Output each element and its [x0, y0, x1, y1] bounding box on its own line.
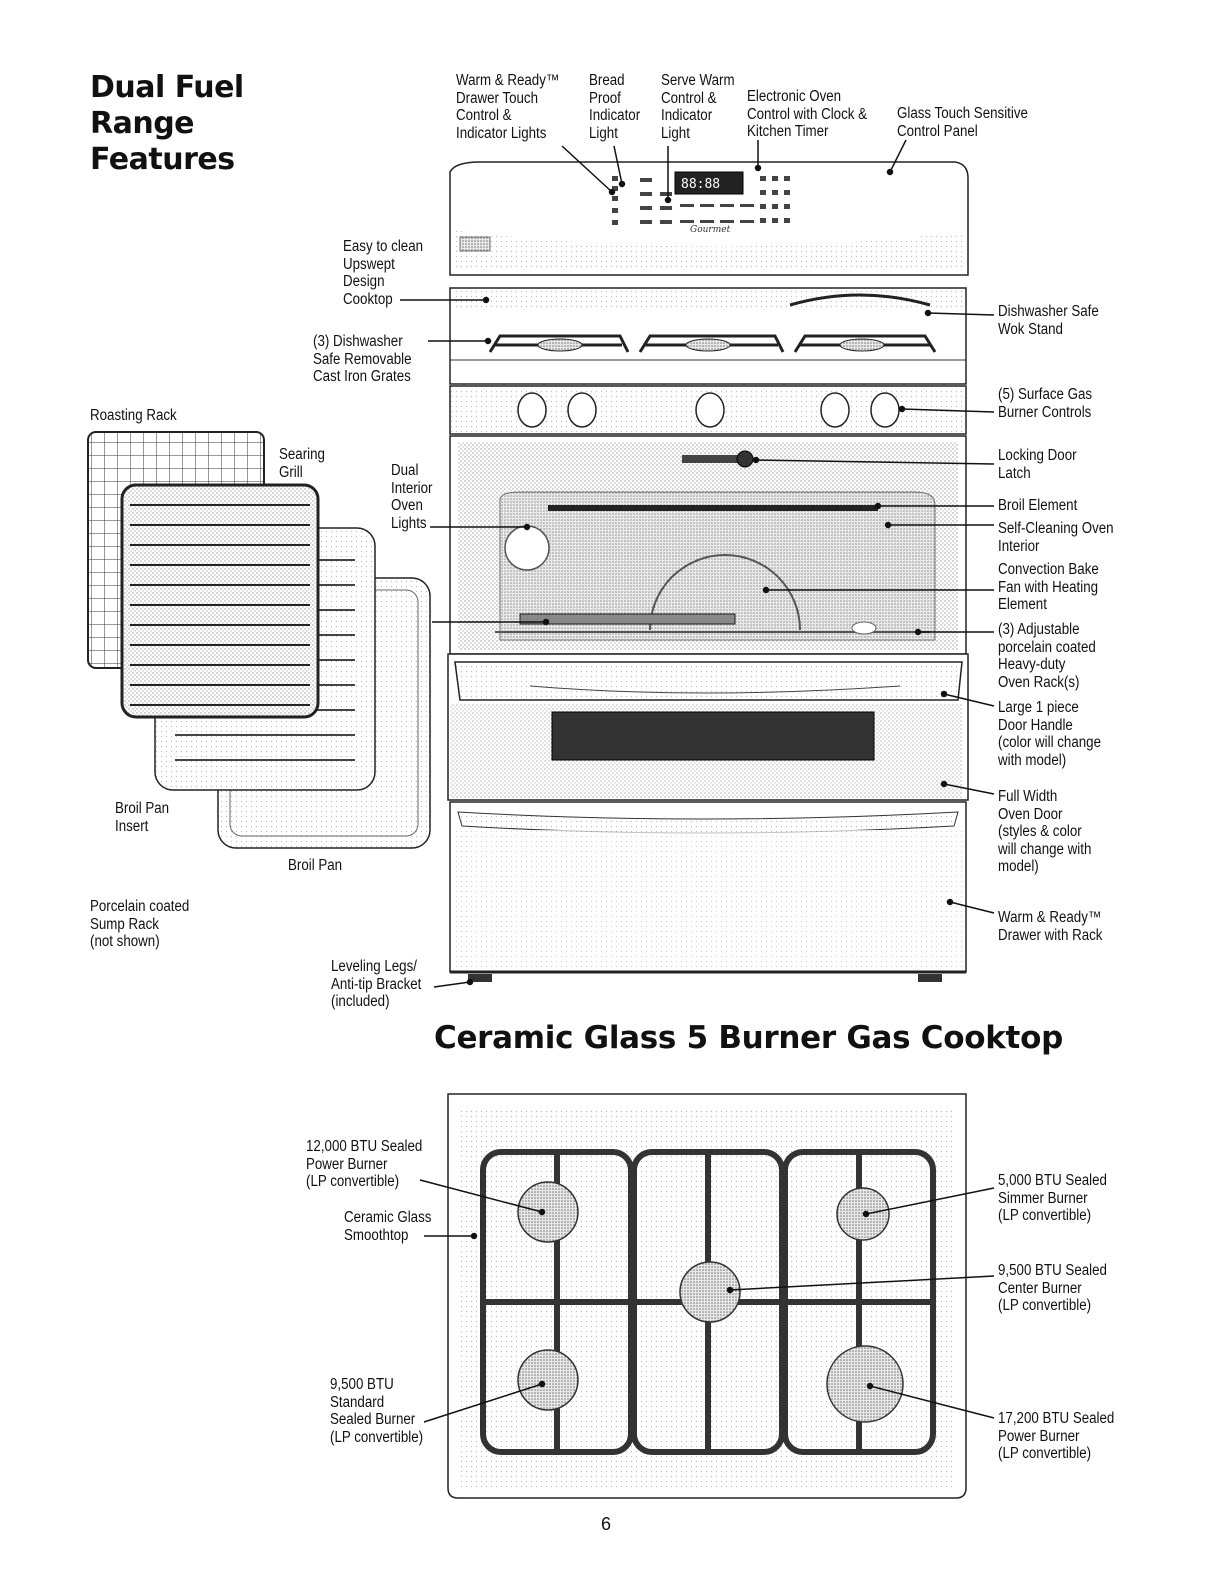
- label-warming-drawer: Warm & Ready™ Drawer with Rack: [998, 909, 1103, 944]
- oven-window: [551, 711, 875, 761]
- label-broil-pan: Broil Pan: [288, 857, 343, 874]
- convection-fan: [649, 554, 801, 631]
- cooktop-leader-lines: [419, 1179, 995, 1423]
- oven-door: [449, 435, 967, 655]
- label-broil-element: Broil Element: [998, 497, 1078, 514]
- label-electronic-oven-control: Electronic Oven Control with Clock & Kit…: [747, 88, 868, 140]
- cooktop-heading: Ceramic Glass 5 Burner Gas Cooktop: [434, 1020, 1063, 1056]
- burner-knob-2: [567, 392, 597, 428]
- oven-display: [674, 171, 744, 195]
- page-number: 6: [601, 1514, 612, 1534]
- cooktop-grates: [449, 287, 967, 385]
- burner-knob-3: [695, 392, 725, 428]
- label-center-9500: 9,500 BTU Sealed Center Burner (LP conve…: [998, 1262, 1107, 1314]
- label-power-burner-12000: 12,000 BTU Sealed Power Burner (LP conve…: [306, 1138, 423, 1190]
- title-line-3: Features: [90, 142, 235, 177]
- label-cast-iron-grates: (3) Dishwasher Safe Removable Cast Iron …: [313, 333, 412, 385]
- label-glass-touch-panel: Glass Touch Sensitive Control Panel: [897, 105, 1028, 140]
- leader-lines: [400, 139, 995, 988]
- label-warm-ready-drawer-control: Warm & Ready™ Drawer Touch Control & Ind…: [456, 72, 560, 142]
- label-burner-controls: (5) Surface Gas Burner Controls: [998, 386, 1093, 421]
- burner-knob-1: [517, 392, 547, 428]
- label-power-17200: 17,200 BTU Sealed Power Burner (LP conve…: [998, 1410, 1115, 1462]
- label-door-latch: Locking Door Latch: [998, 447, 1077, 482]
- burner-12000: [517, 1181, 579, 1243]
- label-serve-warm: Serve Warm Control & Indicator Light: [661, 72, 735, 142]
- title-line-1: Dual Fuel: [90, 70, 244, 105]
- label-oven-lights: Dual Interior Oven Lights: [391, 462, 433, 532]
- wok-stand: [789, 293, 931, 307]
- burner-knob-4: [820, 392, 850, 428]
- label-upswept-cooktop: Easy to clean Upswept Design Cooktop: [343, 238, 424, 308]
- label-self-cleaning: Self-Cleaning Oven Interior: [998, 520, 1114, 555]
- knob-panel: [449, 385, 967, 435]
- control-panel: 88:88 Gourmet: [449, 161, 969, 276]
- door-latch: [682, 455, 738, 463]
- range-logo: Gourmet: [690, 225, 731, 235]
- clock-display-text: 88:88: [681, 177, 720, 192]
- label-convection-fan: Convection Bake Fan with Heating Element: [998, 561, 1099, 613]
- oven-light: [504, 525, 550, 571]
- page-title: Dual Fuel Range Features: [90, 70, 244, 178]
- burner-9500-standard: [517, 1349, 579, 1411]
- label-wok-stand: Dishwasher Safe Wok Stand: [998, 303, 1099, 338]
- warming-drawer: [449, 801, 967, 982]
- cooktop-top-view: [447, 1093, 967, 1499]
- lower-oven-door: [447, 653, 969, 801]
- broil-element: [548, 505, 878, 511]
- brand-badge: [459, 236, 491, 252]
- burner-17200: [826, 1345, 904, 1423]
- label-standard-9500: 9,500 BTU Standard Sealed Burner (LP con…: [330, 1376, 424, 1446]
- searing-grill: [120, 483, 320, 719]
- label-oven-door: Full Width Oven Door (styles & color wil…: [998, 788, 1092, 875]
- label-sump-rack: Porcelain coated Sump Rack (not shown): [90, 898, 190, 950]
- label-leveling-legs: Leveling Legs/ Anti-tip Bracket (include…: [331, 958, 422, 1010]
- label-simmer-5000: 5,000 BTU Sealed Simmer Burner (LP conve…: [998, 1172, 1107, 1224]
- burner-9500-center: [679, 1261, 741, 1323]
- label-smoothtop: Ceramic Glass Smoothtop: [344, 1209, 432, 1244]
- burner-knob-5: [870, 392, 900, 428]
- label-roasting-rack: Roasting Rack: [90, 407, 177, 424]
- label-oven-racks: (3) Adjustable porcelain coated Heavy-du…: [998, 621, 1096, 691]
- leveling-leg-left: [468, 974, 492, 982]
- door-handle: [454, 661, 963, 701]
- label-searing-grill: Searing Grill: [279, 446, 325, 481]
- label-bread-proof: Bread Proof Indicator Light: [589, 72, 641, 142]
- label-broil-pan-insert: Broil Pan Insert: [115, 800, 170, 835]
- leveling-leg-right: [918, 974, 942, 982]
- label-door-handle: Large 1 piece Door Handle (color will ch…: [998, 699, 1101, 769]
- title-line-2: Range: [90, 106, 195, 141]
